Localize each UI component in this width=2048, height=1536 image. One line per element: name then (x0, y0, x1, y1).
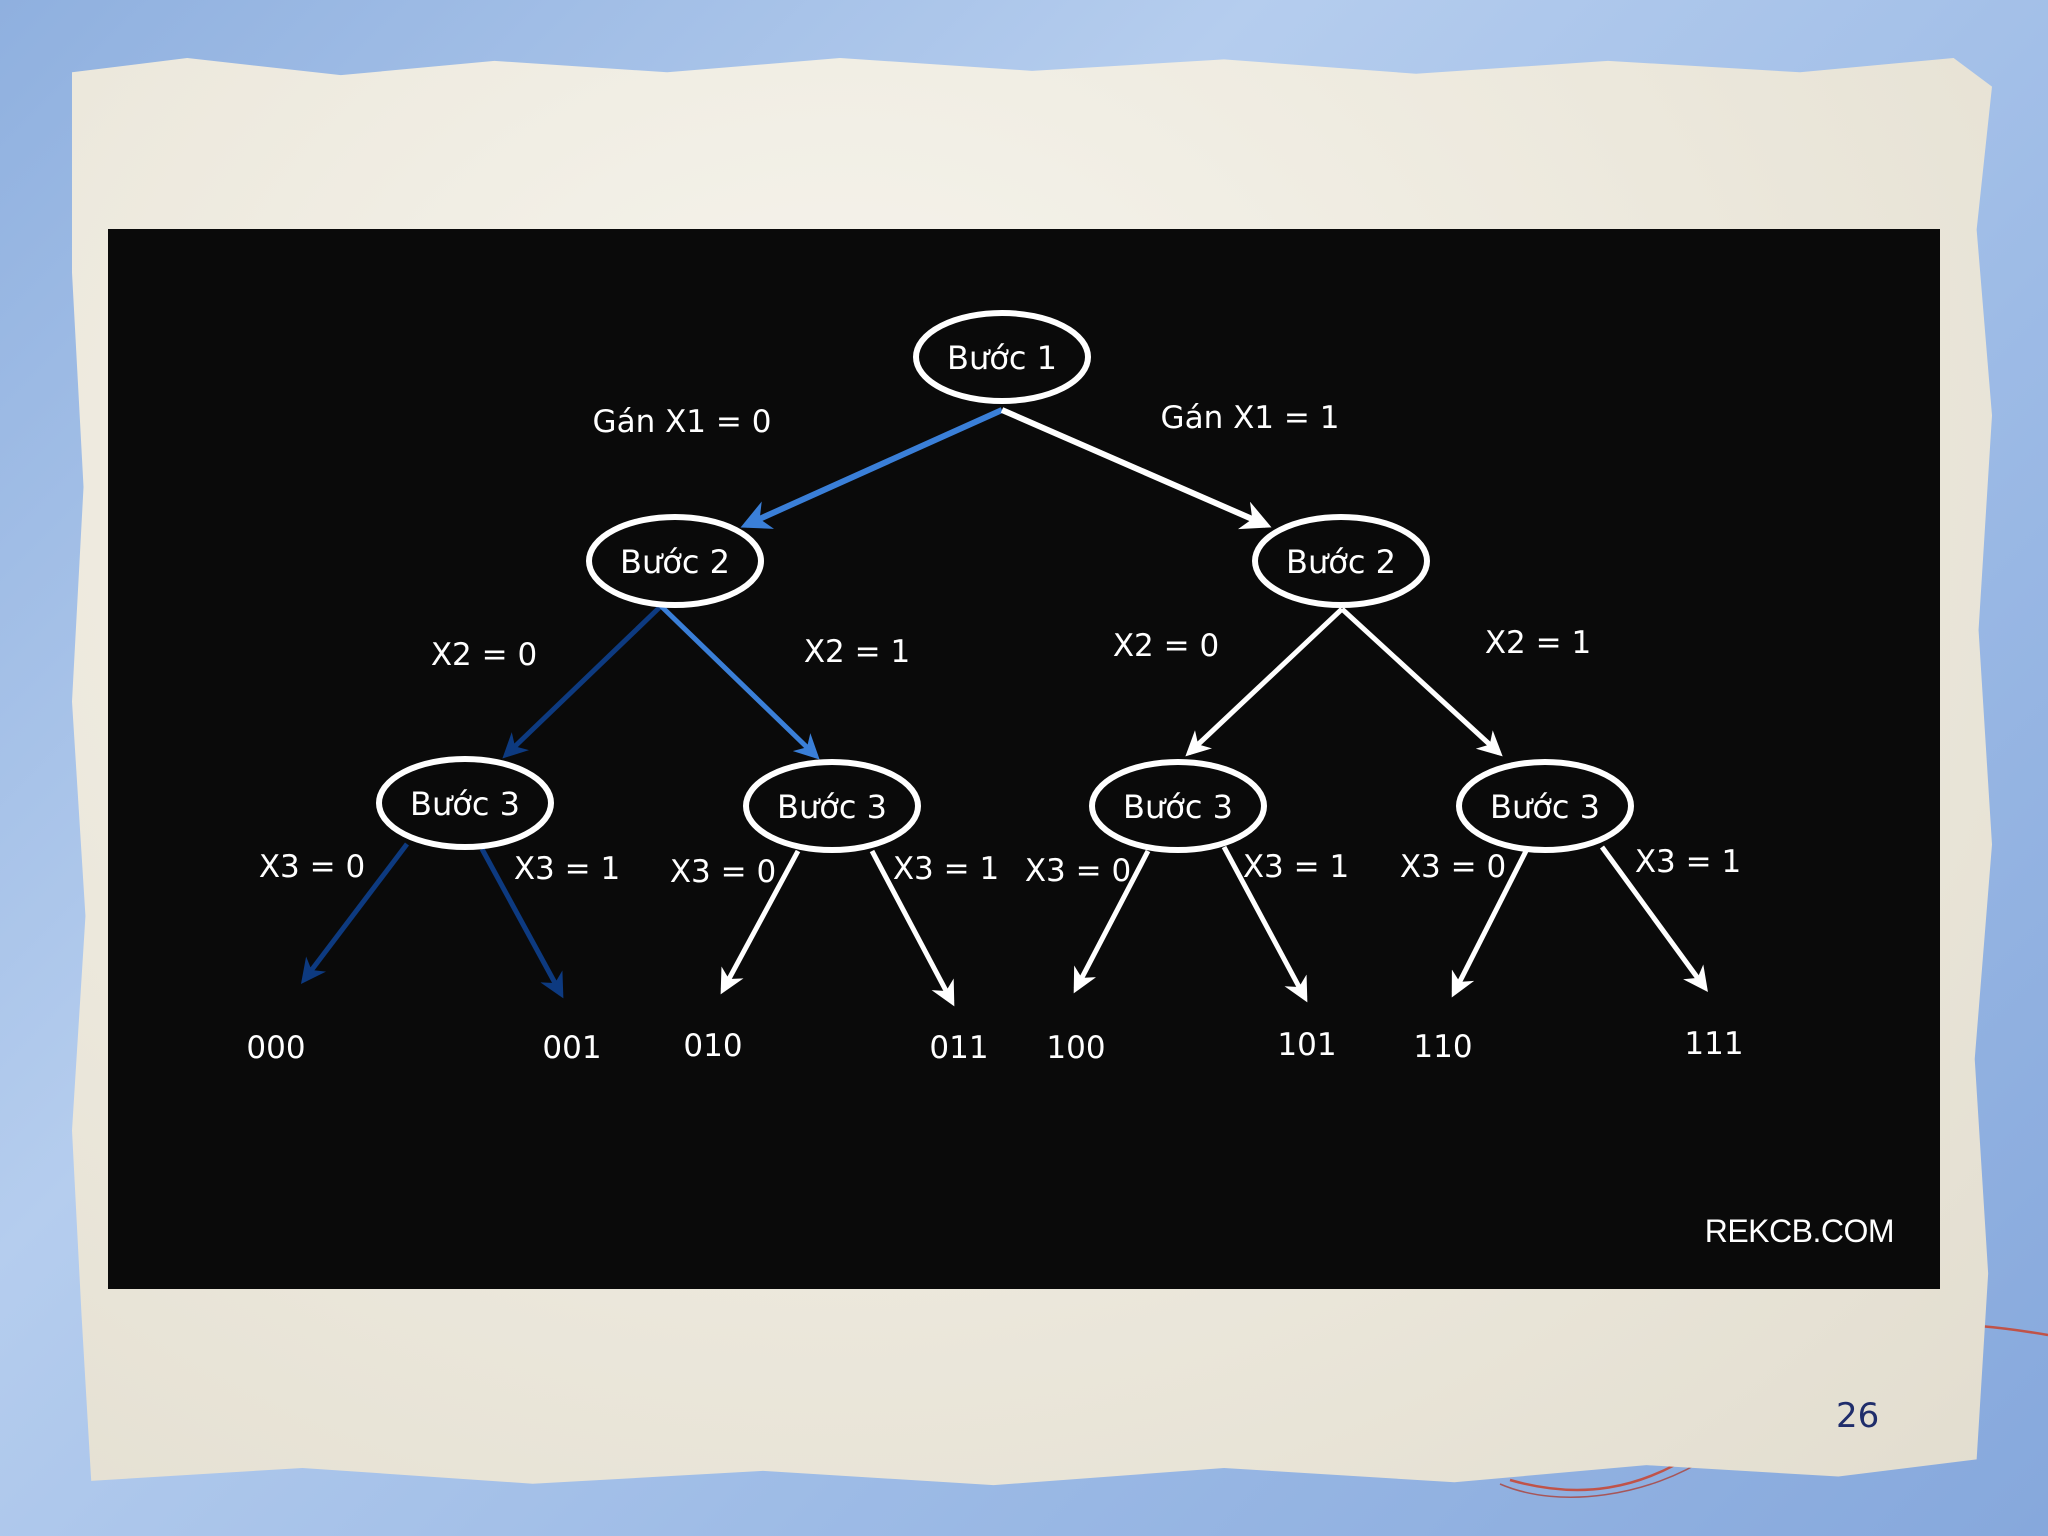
edge-b-x3-0 (720, 849, 801, 995)
edge-label-x1-1: Gán X1 = 1 (1161, 400, 1340, 436)
decision-tree-panel: Bước 1 Bước 2 Bước 2 Bước 3 Bước 3 Bước … (108, 229, 1940, 1289)
edge-label-c-x3-1: X3 = 1 (1243, 849, 1349, 885)
watermark: REKCB.COM (1705, 1213, 1894, 1249)
leaf-100: 100 (1046, 1030, 1105, 1066)
node-step1-label: Bước 1 (947, 339, 1057, 377)
edge-c-x3-0 (1073, 849, 1151, 994)
leaf-110: 110 (1413, 1029, 1472, 1065)
node-step2-right-label: Bước 2 (1286, 543, 1396, 581)
leaf-011: 011 (929, 1030, 988, 1066)
edge-label-c-x3-0: X3 = 0 (1025, 853, 1131, 889)
edge-a-x3-1 (479, 847, 564, 999)
edge-label-x1-0: Gán X1 = 0 (593, 404, 772, 440)
edge-label-d-x3-0: X3 = 0 (1400, 849, 1506, 885)
edge-x1-1 (1000, 407, 1272, 530)
edge-label-right-x2-0: X2 = 0 (1113, 628, 1219, 664)
edge-label-right-x2-1: X2 = 1 (1485, 625, 1591, 661)
node-step3-b-label: Bước 3 (777, 788, 887, 826)
edge-a-x3-0 (300, 842, 409, 984)
node-step3-a-label: Bước 3 (410, 785, 520, 823)
node-step3-a: Bước 3 (376, 756, 554, 850)
edge-right-x2-0 (1185, 607, 1344, 757)
node-step3-d-label: Bước 3 (1490, 788, 1600, 826)
node-step2-left: Bước 2 (586, 514, 764, 608)
edge-label-b-x3-0: X3 = 0 (670, 854, 776, 890)
node-step2-right: Bước 2 (1252, 514, 1430, 608)
edge-d-x3-1 (1599, 845, 1708, 993)
leaf-101: 101 (1277, 1027, 1336, 1063)
node-step2-left-label: Bước 2 (620, 543, 730, 581)
edge-label-a-x3-0: X3 = 0 (259, 849, 365, 885)
leaf-010: 010 (683, 1028, 742, 1064)
edge-left-x2-0 (502, 604, 663, 759)
edge-label-b-x3-1: X3 = 1 (893, 851, 999, 887)
edge-c-x3-1 (1221, 845, 1308, 1003)
node-step3-c: Bước 3 (1089, 759, 1267, 853)
node-step3-d: Bước 3 (1456, 759, 1634, 853)
edge-label-left-x2-1: X2 = 1 (804, 634, 910, 670)
leaf-000: 000 (246, 1030, 305, 1066)
node-step1: Bước 1 (913, 310, 1091, 404)
edge-label-left-x2-0: X2 = 0 (431, 637, 537, 673)
edge-label-a-x3-1: X3 = 1 (514, 851, 620, 887)
leaf-111: 111 (1684, 1026, 1743, 1062)
page-number: 26 (1836, 1396, 1880, 1436)
edge-d-x3-0 (1451, 849, 1529, 998)
node-step3-c-label: Bước 3 (1123, 788, 1233, 826)
edge-x1-0 (740, 407, 1004, 529)
node-step3-b: Bước 3 (743, 759, 921, 853)
edge-left-x2-1 (659, 604, 820, 760)
decision-tree-diagram: Bước 1 Bước 2 Bước 2 Bước 3 Bước 3 Bước … (246, 310, 1895, 1249)
leaf-001: 001 (542, 1030, 601, 1066)
edge-right-x2-1 (1340, 607, 1503, 757)
edge-b-x3-1 (869, 849, 955, 1007)
edge-label-d-x3-1: X3 = 1 (1635, 844, 1741, 880)
